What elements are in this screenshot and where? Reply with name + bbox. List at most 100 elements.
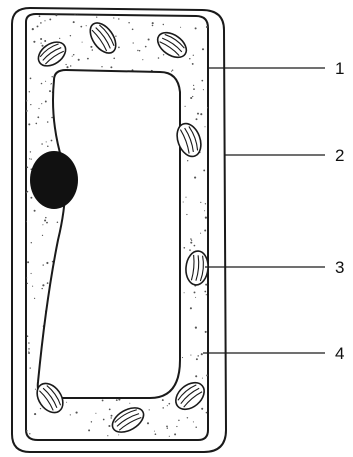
cytoplasm-dot: [162, 407, 164, 409]
cytoplasm-dot: [189, 249, 191, 251]
cytoplasm-dot: [118, 434, 119, 435]
cytoplasm-dot: [167, 405, 168, 406]
cytoplasm-dot: [31, 158, 32, 159]
cytoplasm-dot: [37, 116, 39, 118]
cytoplasm-dot: [190, 97, 192, 99]
cytoplasm-dot: [190, 307, 192, 309]
cytoplasm-dot: [167, 428, 168, 429]
cytoplasm-dot: [92, 49, 94, 51]
cytoplasm-dot: [107, 435, 108, 436]
cytoplasm-dot: [41, 288, 42, 289]
cytoplasm-dot: [28, 123, 30, 125]
cytoplasm-dot: [205, 217, 207, 219]
cytoplasm-dot: [163, 24, 164, 25]
cytoplasm-dot: [26, 430, 28, 432]
cytoplasm-dot: [171, 71, 172, 72]
cytoplasm-dot: [51, 140, 53, 142]
cytoplasm-dot: [27, 335, 29, 337]
cytoplasm-dot: [70, 65, 71, 66]
cytoplasm-dot: [34, 298, 35, 299]
callout-label-2: 2: [335, 146, 344, 165]
cytoplasm-dot: [142, 59, 143, 60]
cytoplasm-dot: [80, 26, 82, 28]
cytoplasm-dot: [30, 197, 32, 199]
cytoplasm-dot: [52, 76, 53, 77]
cytoplasm-dot: [183, 247, 185, 249]
cytoplasm-dot: [193, 85, 194, 86]
cytoplasm-dot: [46, 222, 48, 224]
cytoplasm-dot: [163, 54, 164, 55]
cytoplasm-dot: [57, 221, 59, 223]
cytoplasm-dot: [86, 25, 87, 26]
cytoplasm-dot: [200, 113, 202, 115]
cytoplasm-dot: [31, 273, 32, 274]
cytoplasm-dot: [40, 38, 42, 40]
cytoplasm-dot: [44, 40, 46, 42]
cytoplasm-dot: [111, 417, 112, 418]
cytoplasm-dot: [45, 217, 47, 219]
cytoplasm-dot: [152, 22, 154, 24]
cytoplasm-dot: [190, 355, 191, 356]
cytoplasm-dot: [155, 433, 157, 435]
cytoplasm-dot: [29, 433, 30, 434]
cytoplasm-dot: [206, 374, 208, 376]
cytoplasm-dot: [109, 409, 111, 411]
cytoplasm-dot: [202, 378, 203, 379]
cytoplasm-dot: [91, 421, 92, 422]
cytoplasm-dot: [197, 113, 199, 115]
cytoplasm-dot: [205, 331, 207, 333]
cytoplasm-dot: [194, 245, 196, 247]
cytoplasm-dot: [82, 42, 83, 43]
cytoplasm-dot: [145, 46, 147, 48]
cytoplasm-dot: [169, 436, 170, 437]
cytoplasm-dot: [190, 242, 192, 244]
cytoplasm-dot: [65, 64, 66, 65]
cytoplasm-dot: [30, 104, 31, 105]
cytoplasm-dot: [51, 83, 52, 84]
cytoplasm-dot: [172, 69, 173, 70]
cytoplasm-dot: [34, 210, 36, 212]
cytoplasm-dot: [26, 277, 27, 278]
cytoplasm-dot: [28, 348, 30, 350]
cytoplasm-dot: [192, 63, 194, 65]
cytoplasm-dot: [72, 56, 73, 57]
cytoplasm-dot: [29, 91, 30, 92]
cytoplasm-dot: [101, 66, 102, 67]
cytoplasm-dot: [59, 38, 60, 39]
cytoplasm-dot: [201, 353, 203, 355]
cytoplasm-dot: [174, 433, 176, 435]
cytoplasm-dot: [108, 425, 110, 427]
cytoplasm-dot: [73, 54, 74, 55]
cytoplasm-dot: [30, 151, 31, 152]
cytoplasm-dot: [148, 38, 150, 40]
cytoplasm-dot: [40, 408, 41, 409]
cytoplasm-dot: [28, 352, 30, 354]
cytoplasm-dot: [193, 88, 195, 90]
cytoplasm-dot: [37, 25, 39, 27]
cytoplasm-dot: [204, 291, 206, 293]
cytoplasm-dot: [76, 412, 78, 414]
cytoplasm-dot: [195, 27, 197, 29]
cytoplasm-dot: [152, 25, 154, 27]
cytoplasm-dot: [46, 262, 48, 264]
cytoplasm-dot: [27, 283, 28, 284]
cytoplasm-dot: [132, 28, 134, 30]
cytoplasm-dot: [176, 426, 177, 427]
cytoplasm-dot: [129, 403, 130, 404]
cytoplasm-dot: [162, 399, 164, 401]
cytoplasm-dot: [185, 197, 186, 198]
callout-label-4: 4: [335, 344, 344, 363]
cytoplasm-dot: [178, 420, 179, 421]
cytoplasm-dot: [45, 81, 46, 82]
cytoplasm-dot: [31, 242, 32, 243]
cytoplasm-dot: [166, 426, 168, 428]
callout-label-3: 3: [335, 258, 344, 277]
cytoplasm-dot: [204, 230, 206, 232]
cytoplasm-dot: [185, 106, 186, 107]
cytoplasm-dot: [192, 96, 193, 97]
cytoplasm-dot: [187, 160, 188, 161]
cytoplasm-dot: [38, 108, 39, 109]
cytoplasm-dot: [206, 294, 207, 295]
cytoplasm-dot: [42, 45, 44, 47]
cytoplasm-dot: [30, 367, 31, 368]
